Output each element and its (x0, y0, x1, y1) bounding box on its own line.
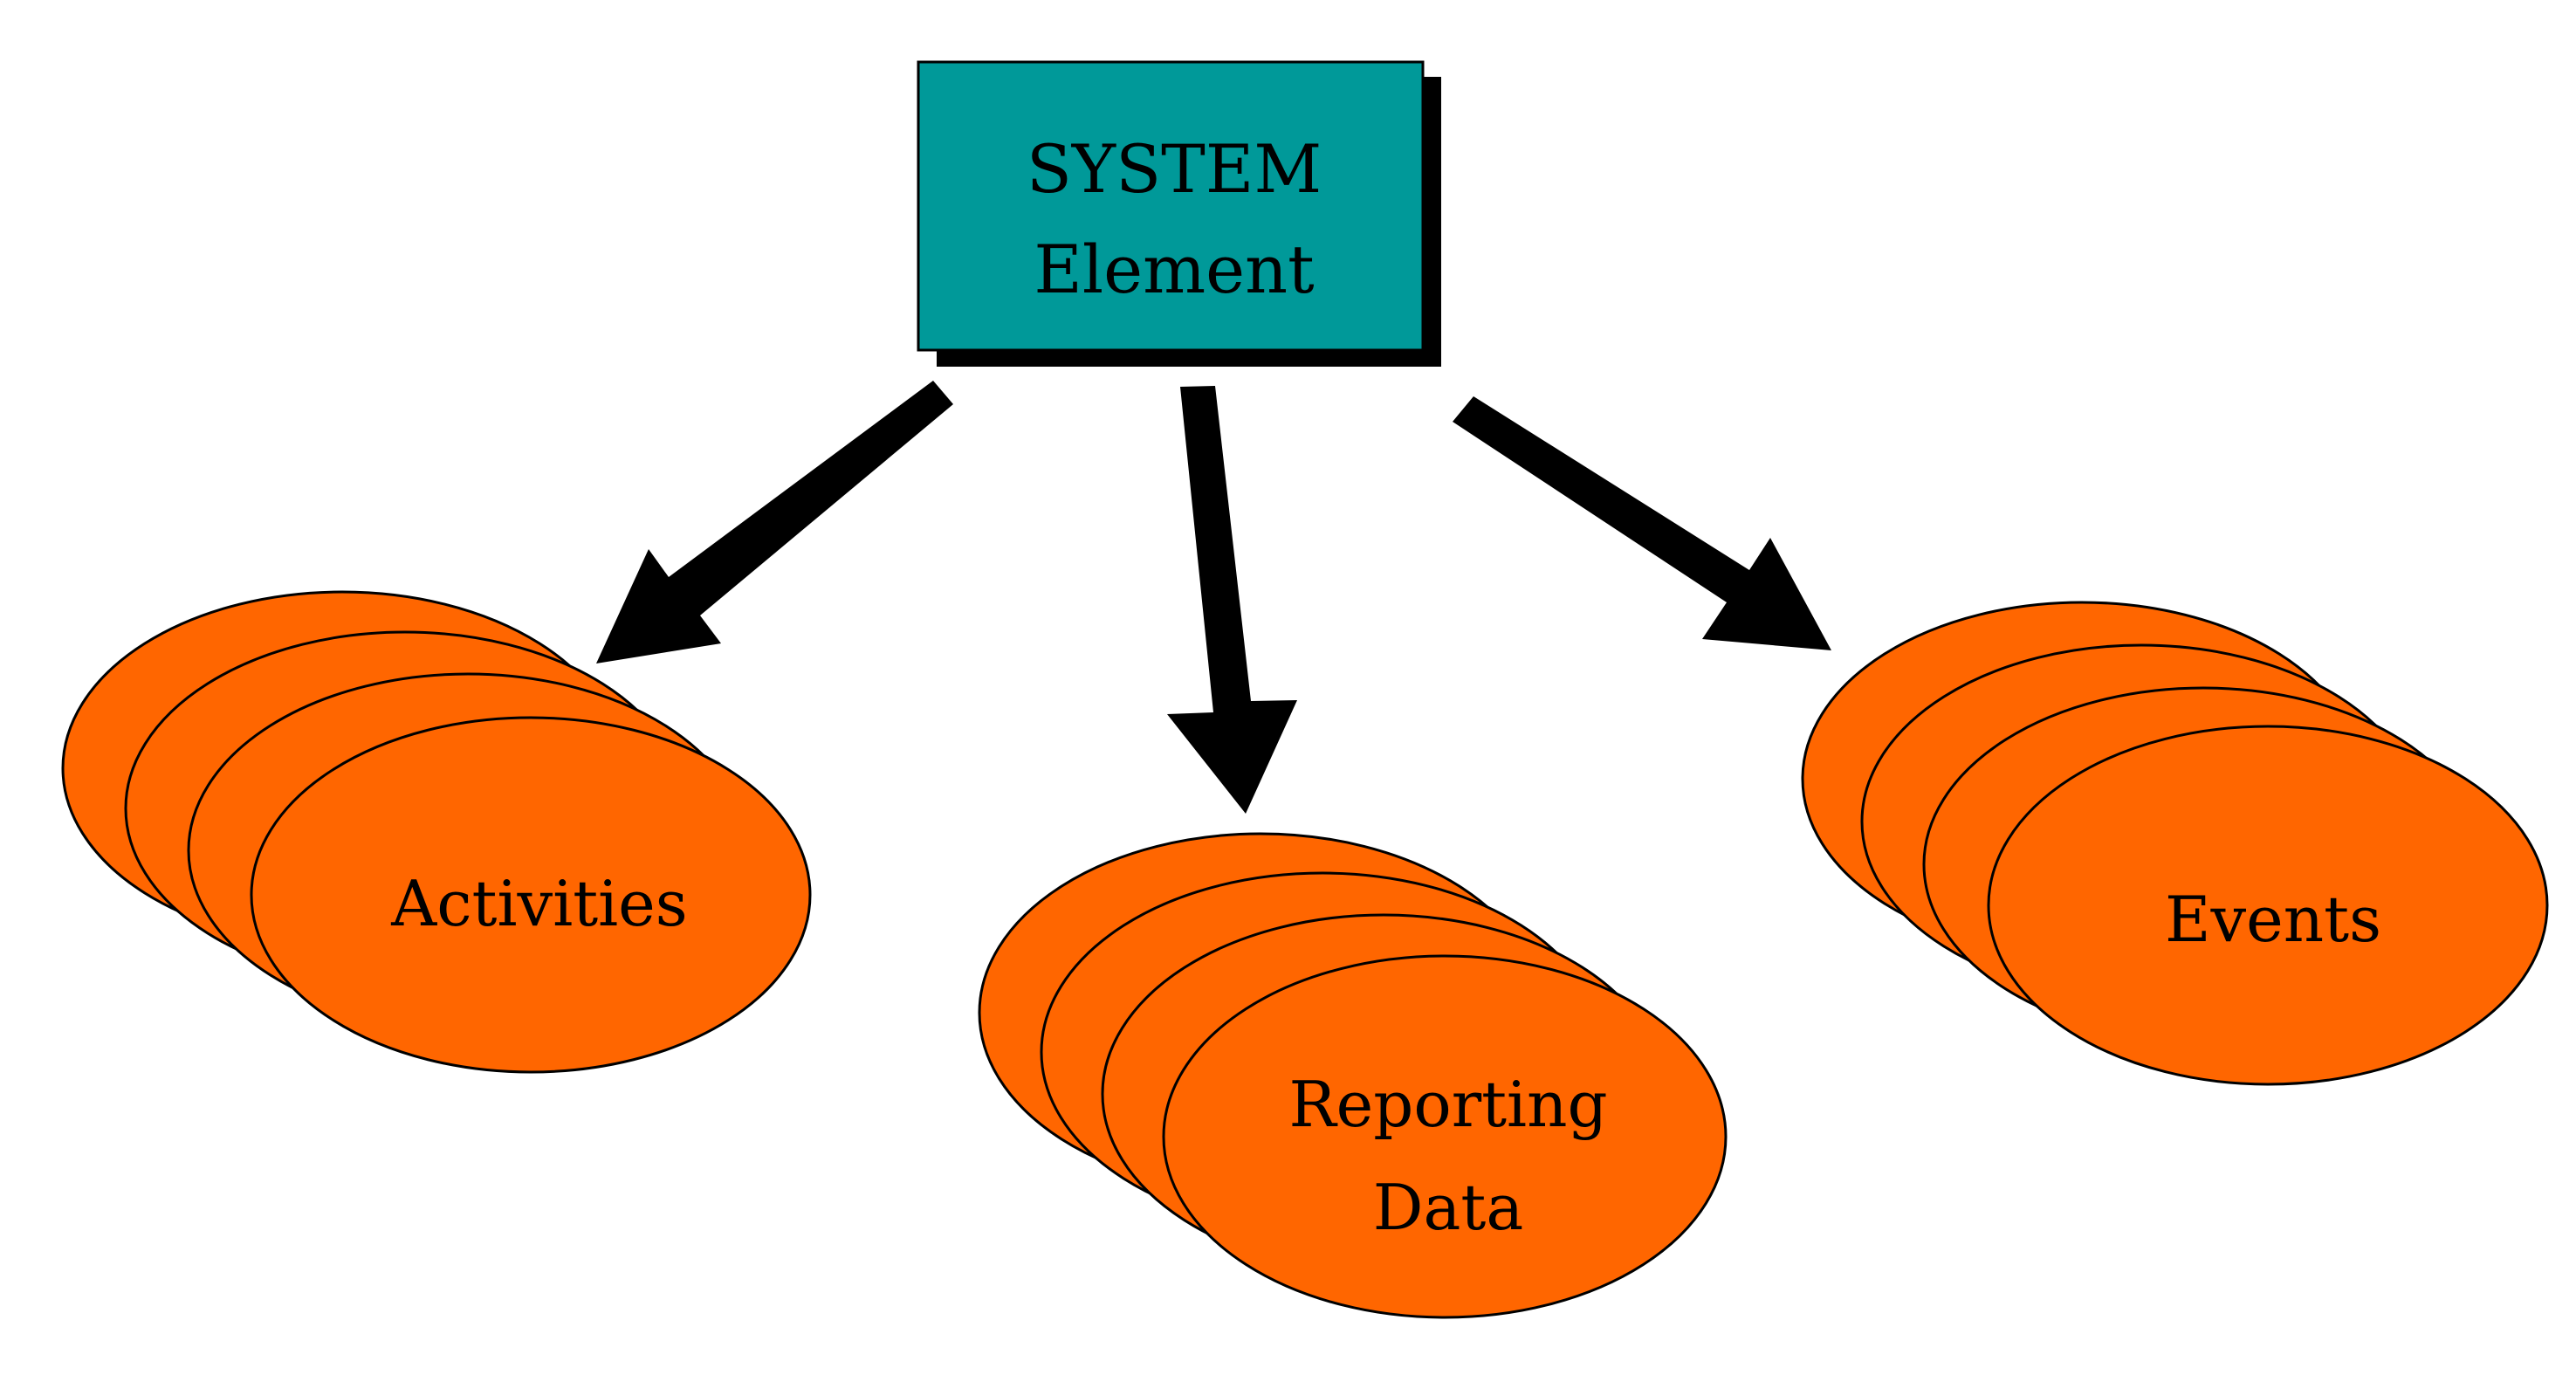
events-stack: Events (1801, 601, 2549, 1086)
arrow-to-reporting-data-shape (1167, 386, 1297, 814)
reporting-data-label-line2: Data (1373, 1171, 1524, 1244)
arrow-to-events (1453, 396, 1831, 650)
system-element-node: SYSTEM Element (917, 60, 1441, 367)
system-element-title-line2: Element (1034, 230, 1314, 308)
system-element-box (917, 60, 1425, 352)
events-label: Events (2165, 883, 2381, 956)
arrow-to-activities (596, 381, 953, 663)
reporting-data-label-line1: Reporting (1288, 1068, 1607, 1141)
reporting-data-ellipse-4 (1162, 954, 1728, 1319)
arrow-to-activities-shape (596, 381, 953, 663)
arrow-to-events-shape (1453, 396, 1831, 650)
arrow-to-reporting-data (1167, 386, 1297, 814)
system-element-title-line1: SYSTEM (1027, 130, 1322, 208)
activities-label: Activities (390, 867, 688, 940)
reporting-data-stack: Reporting Data (978, 832, 1728, 1319)
activities-ellipse-4 (250, 716, 812, 1074)
events-ellipse-4 (1987, 725, 2549, 1086)
activities-stack: Activities (61, 590, 812, 1074)
